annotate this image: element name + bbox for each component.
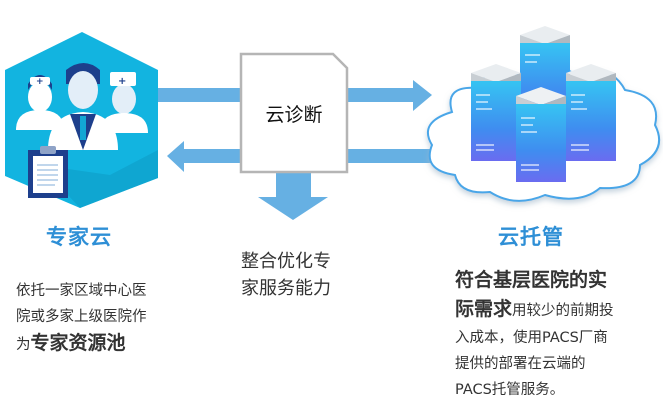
desc-bold-line: 符合基层医院的实 [455,269,608,291]
desc-line: 为专家资源池 [16,330,191,358]
desc-line: 院或多家上级医院作 [16,309,147,325]
desc-highlight: 专家资源池 [30,332,126,354]
expert-cloud-description: 依托一家区域中心医 院或多家上级医院作 为专家资源池 [16,278,191,358]
svg-text:+: + [118,76,126,87]
desc-prefix: 为 [16,337,31,353]
desc-line: 入成本，使用PACS厂商 [455,330,608,346]
medical-team-icon: + + [5,32,158,208]
cloud-diagnosis-document [239,52,349,174]
expert-cloud-title: 专家云 [46,225,112,249]
desc-line: PACS托管服务。 [455,382,565,398]
desc-line: 整合优化专 [241,251,331,272]
desc-line: 提供的部署在云端的 [455,356,586,372]
desc-line: 依托一家区域中心医 [16,283,147,299]
cloud-servers-icon [427,26,660,202]
desc-line: 家服务能力 [241,278,331,299]
cloud-hosting-title: 云托管 [498,225,564,249]
desc-line: 际需求用较少的前期投 [455,294,663,325]
desc-bold-inline: 际需求 [455,298,513,320]
cloud-hosting-description: 符合基层医院的实 际需求用较少的前期投 入成本，使用PACS厂商 提供的部署在云… [455,266,663,403]
integration-description: 整合优化专 家服务能力 [241,248,331,302]
desc-text-inline: 用较少的前期投 [512,303,614,319]
svg-text:+: + [36,77,44,87]
arrow-down [258,172,328,220]
doc-label: 云诊断 [265,104,323,126]
